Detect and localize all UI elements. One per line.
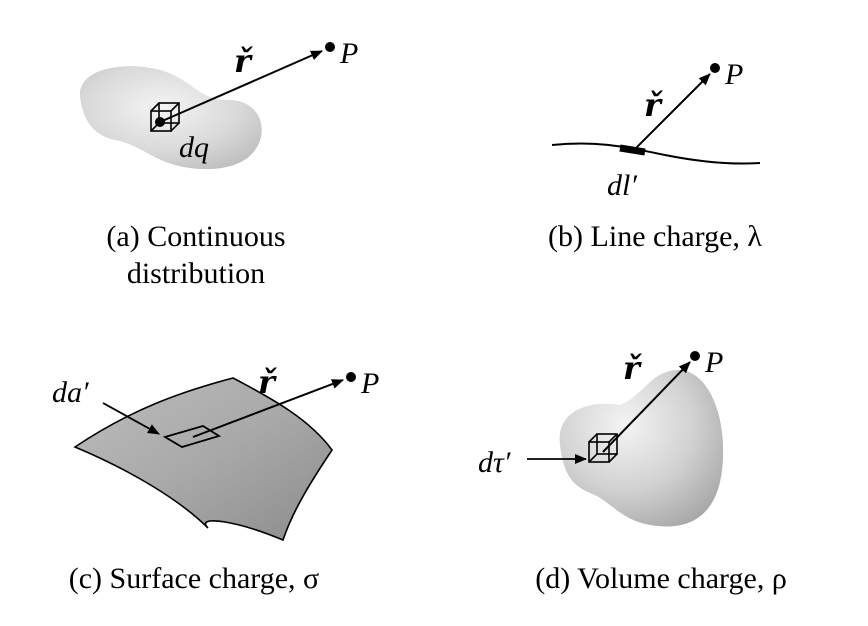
separation-vector-arrow bbox=[159, 50, 323, 123]
separation-vector-arrow bbox=[602, 361, 691, 453]
line-element-segment bbox=[619, 144, 646, 156]
surface-charge-sheet bbox=[73, 377, 333, 542]
separation-vector-label: ř bbox=[623, 349, 642, 387]
panel-a: P ř dq (a) Continuous distribution bbox=[79, 37, 358, 290]
charge-element-cube-icon bbox=[150, 102, 180, 132]
field-point-dot bbox=[690, 351, 700, 361]
separation-vector-label: ř bbox=[234, 42, 253, 80]
caption: (d) Volume charge, ρ bbox=[535, 562, 787, 595]
panel-d: P ř dτ′ (d) Volume charge, ρ bbox=[478, 346, 787, 595]
caption-line-2: distribution bbox=[127, 257, 265, 290]
element-label: dq bbox=[179, 131, 209, 164]
separation-vector-arrow bbox=[633, 73, 711, 151]
caption: (b) Line charge, λ bbox=[548, 220, 762, 253]
point-label: P bbox=[724, 58, 743, 91]
point-label: P bbox=[704, 346, 723, 379]
field-point-dot bbox=[346, 372, 356, 382]
element-pointer-arrow bbox=[102, 402, 160, 435]
separation-vector-label: ř bbox=[644, 86, 663, 124]
point-label: P bbox=[339, 37, 358, 70]
element-label: dl′ bbox=[607, 169, 637, 202]
caption: (c) Surface charge, σ bbox=[69, 562, 319, 595]
caption-line-1: (a) Continuous bbox=[106, 220, 285, 253]
field-point-dot bbox=[325, 42, 335, 52]
separation-vector-arrow bbox=[192, 379, 344, 438]
panel-b: P ř dl′ (b) Line charge, λ bbox=[548, 58, 762, 253]
field-point-dot bbox=[710, 63, 720, 73]
separation-vector-label: ř bbox=[258, 363, 277, 401]
panel-c: P ř da′ (c) Surface charge, σ bbox=[52, 363, 379, 595]
volume-element-cube-icon bbox=[588, 433, 618, 463]
element-label: dτ′ bbox=[478, 446, 511, 479]
element-label: da′ bbox=[52, 376, 89, 409]
line-charge-curve bbox=[551, 142, 761, 165]
volume-charge-blob bbox=[559, 370, 724, 527]
surface-element-patch bbox=[162, 425, 222, 448]
point-label: P bbox=[360, 367, 379, 400]
